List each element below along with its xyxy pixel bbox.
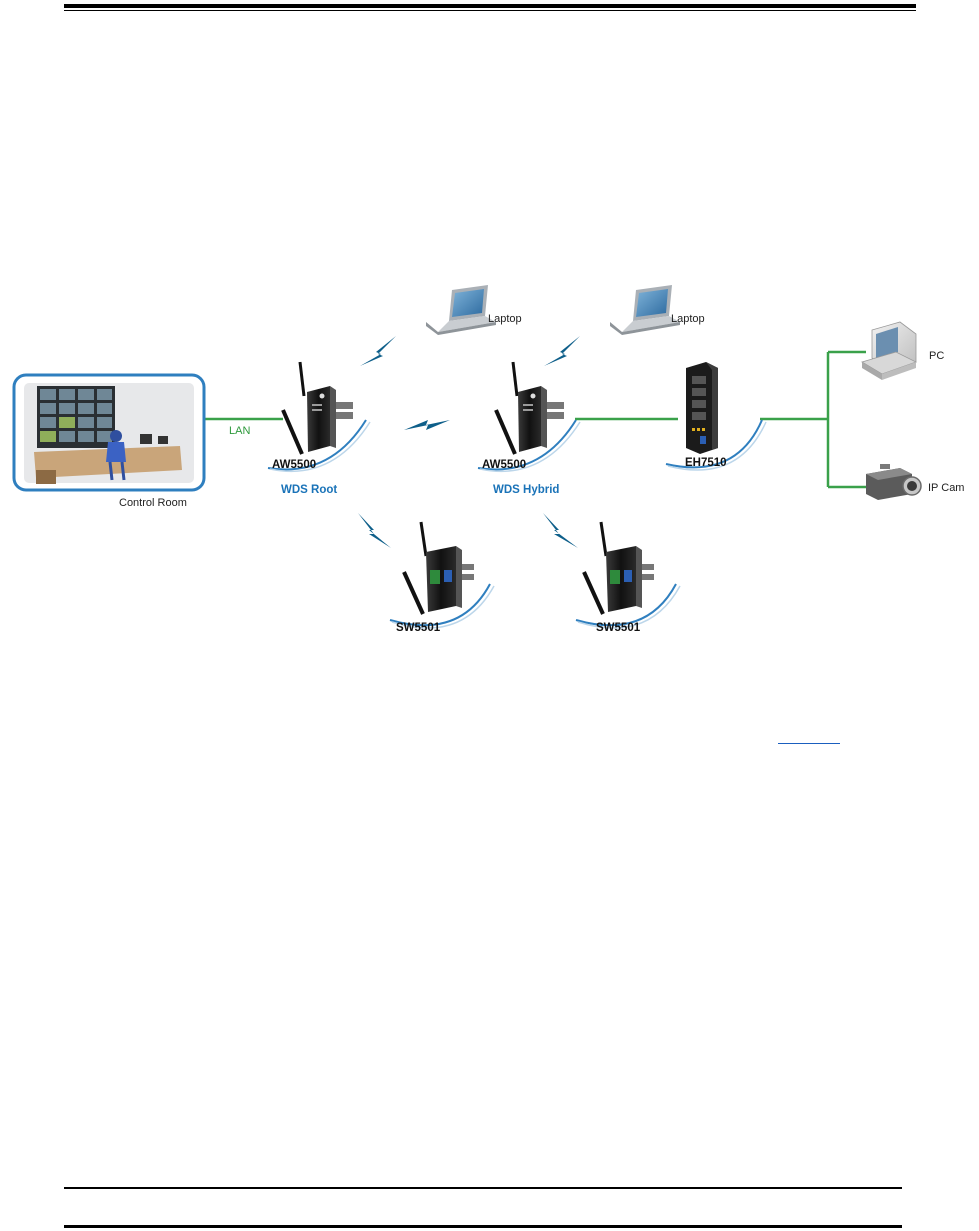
- control-room-label: Control Room: [119, 497, 187, 509]
- footer-rule-thick: [64, 1225, 902, 1228]
- hybrid-role-label: WDS Hybrid: [493, 484, 559, 496]
- wireless-link-icon: [404, 420, 450, 430]
- ap-hybrid-device: [478, 362, 580, 471]
- laptop-1-label: Laptop: [488, 313, 522, 325]
- pc-label: PC: [929, 350, 944, 362]
- root-model-label: AW5500: [272, 459, 316, 471]
- switch-model-label: EH7510: [685, 457, 727, 469]
- switch-device: [666, 362, 766, 470]
- station-right-model-label: SW5501: [596, 622, 641, 634]
- footer-rule-thin: [64, 1187, 902, 1189]
- wireless-link-icon: [360, 336, 396, 366]
- laptop-2-label: Laptop: [671, 313, 705, 325]
- station-left-device: [390, 522, 494, 628]
- wireless-link-icon: [543, 513, 578, 548]
- lan-label: LAN: [229, 425, 250, 437]
- laptop-icon: [610, 285, 680, 335]
- root-role-label: WDS Root: [281, 484, 337, 496]
- pc-icon: [862, 322, 916, 380]
- ip-cam-label: IP Cam: [928, 482, 964, 494]
- station-left-model-label: SW5501: [396, 622, 441, 634]
- wds-network-diagram: Control Room LAN AW5500 WDS Root AW5500 …: [0, 0, 979, 700]
- wireless-link-icon: [544, 336, 580, 366]
- laptop-icon: [426, 285, 496, 335]
- wireless-link-icon: [358, 513, 391, 548]
- link-underline[interactable]: [778, 743, 840, 744]
- control-room: [14, 375, 204, 490]
- station-right-device: [576, 522, 680, 628]
- ip-camera-icon: [866, 464, 921, 500]
- ap-root-device: [268, 362, 370, 471]
- hybrid-model-label: AW5500: [482, 459, 526, 471]
